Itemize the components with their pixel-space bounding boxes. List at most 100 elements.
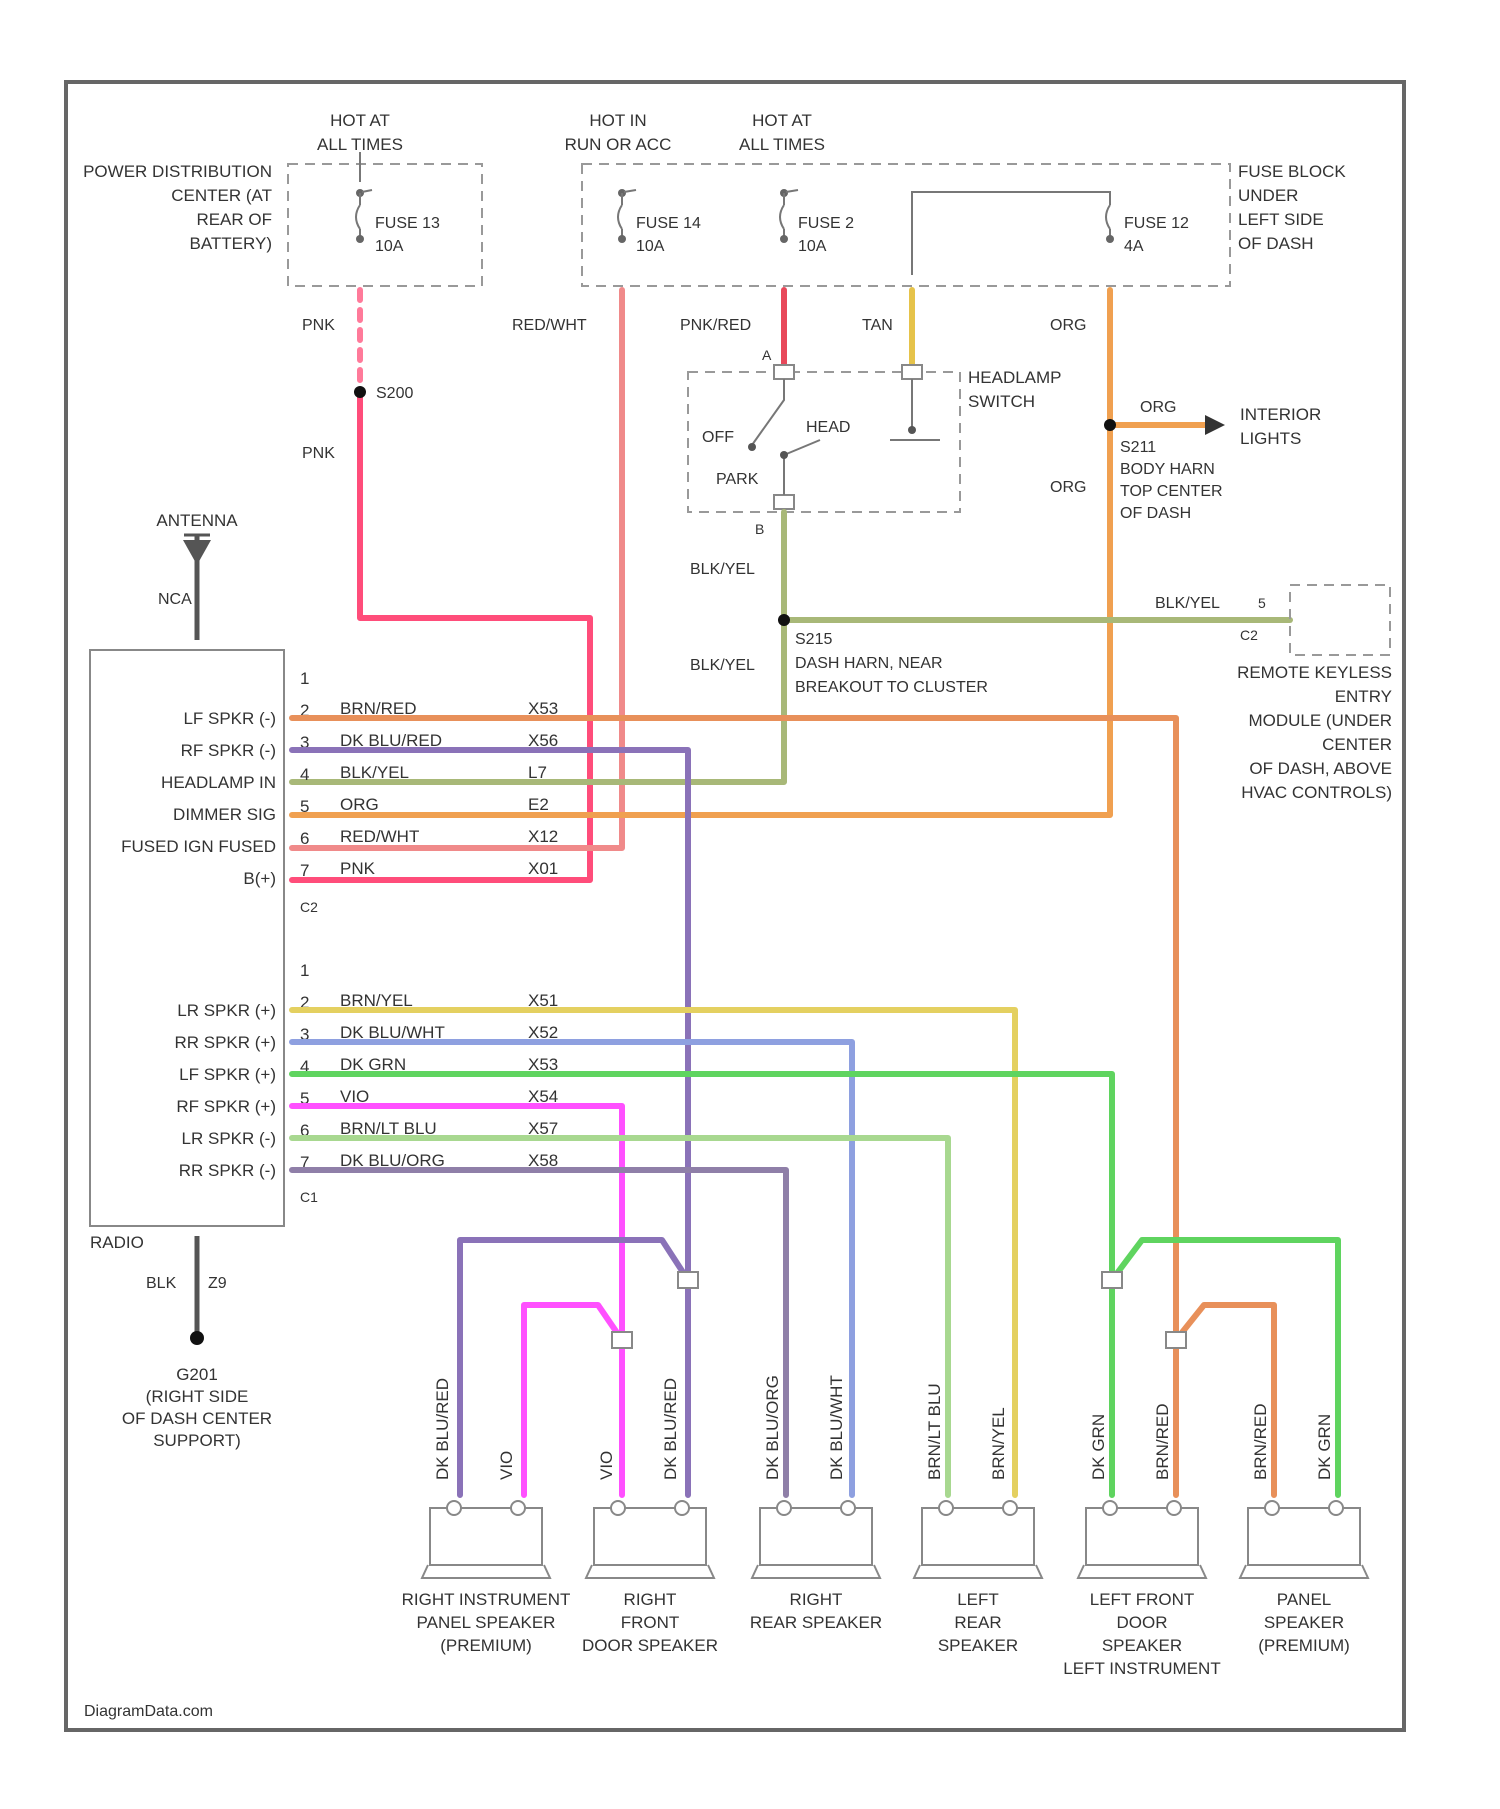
headlamp-head-label: HEAD xyxy=(806,419,850,436)
splice-s200-dot xyxy=(354,386,366,398)
radio-c2-pin-label: RF SPKR (-) xyxy=(181,741,276,760)
svg-text:CENTER (AT: CENTER (AT xyxy=(171,186,272,205)
speaker-cone xyxy=(1078,1565,1206,1578)
fuse-2: FUSE 2 10A xyxy=(780,189,854,255)
svg-text:G201: G201 xyxy=(176,1365,218,1384)
svg-text:ALL TIMES: ALL TIMES xyxy=(739,135,825,154)
headlamp-pin-b: B xyxy=(755,521,764,537)
fuse-12: FUSE 12 4A xyxy=(912,192,1189,275)
svg-text:INTERIOR: INTERIOR xyxy=(1240,405,1321,424)
speaker-terminal xyxy=(511,1501,525,1515)
radio-c2-pin-num: 7 xyxy=(300,861,309,880)
speaker-wire-label: BRN/LT BLU xyxy=(925,1383,944,1480)
speaker-wire-label: DK GRN xyxy=(1315,1414,1334,1480)
svg-text:10A: 10A xyxy=(798,238,827,255)
radio-c1-pin-label: RR SPKR (-) xyxy=(179,1161,276,1180)
svg-text:BREAKOUT TO CLUSTER: BREAKOUT TO CLUSTER xyxy=(795,679,988,696)
ground-circuit: Z9 xyxy=(208,1275,227,1292)
speaker-terminal xyxy=(841,1501,855,1515)
speaker-icon xyxy=(922,1508,1034,1565)
wire-dk-blu-red-branch xyxy=(460,1240,688,1495)
svg-text:FUSE BLOCK: FUSE BLOCK xyxy=(1238,162,1346,181)
svg-text:TOP CENTER: TOP CENTER xyxy=(1120,483,1223,500)
speaker-label: DOOR SPEAKER xyxy=(582,1636,718,1655)
fuse-14: FUSE 14 10A xyxy=(618,189,701,255)
speaker-icon xyxy=(594,1508,706,1565)
splice-s211-dot xyxy=(1104,419,1116,431)
svg-text:RUN OR ACC: RUN OR ACC xyxy=(565,135,672,154)
wire-label-org2: ORG xyxy=(1140,399,1176,416)
svg-text:HOT IN: HOT IN xyxy=(589,111,646,130)
speaker-label: LEFT INSTRUMENT xyxy=(1063,1659,1220,1678)
radio-c1-label: C1 xyxy=(300,1189,318,1205)
svg-text:(RIGHT SIDE: (RIGHT SIDE xyxy=(146,1387,249,1406)
svg-text:S211: S211 xyxy=(1120,439,1156,456)
svg-text:MODULE (UNDER: MODULE (UNDER xyxy=(1248,711,1392,730)
speaker-label: FRONT xyxy=(621,1613,680,1632)
speaker-label: (PREMIUM) xyxy=(440,1636,532,1655)
supply-hot-at-all-times-2: HOT AT ALL TIMES xyxy=(739,111,825,154)
interior-lights-arrow xyxy=(1205,415,1225,435)
speaker-label: RIGHT xyxy=(624,1590,677,1609)
ground-icon xyxy=(190,1331,204,1345)
speaker: DK BLU/REDVIORIGHT INSTRUMENTPANEL SPEAK… xyxy=(402,1378,571,1655)
radio-c1-pin-row: 1 xyxy=(300,961,309,980)
speaker-terminal xyxy=(1003,1501,1017,1515)
speaker-cone xyxy=(752,1565,880,1578)
radio-c2-pin-row: 7B(+)PNKX01 xyxy=(243,859,558,888)
radio-c2-pin-wire: BLK/YEL xyxy=(340,763,409,782)
antenna-label: ANTENNA xyxy=(156,511,238,530)
radio-c1-pin-num: 1 xyxy=(300,961,309,980)
wire-label-blk-yel3: BLK/YEL xyxy=(1155,595,1220,612)
rke-conn: C2 xyxy=(1240,627,1258,643)
svg-text:FUSE 12: FUSE 12 xyxy=(1124,215,1189,232)
speaker-cone xyxy=(586,1565,714,1578)
svg-text:BATTERY): BATTERY) xyxy=(190,234,273,253)
speaker-wire-label: DK BLU/RED xyxy=(661,1378,680,1480)
radio-c2-pin-label: FUSED IGN FUSED xyxy=(121,837,276,856)
svg-text:LIGHTS: LIGHTS xyxy=(1240,429,1301,448)
svg-text:ALL TIMES: ALL TIMES xyxy=(317,135,403,154)
speaker-wire-label: DK BLU/RED xyxy=(433,1378,452,1480)
speaker-label: RIGHT xyxy=(790,1590,843,1609)
radio-c1-pin-label: RF SPKR (+) xyxy=(176,1097,276,1116)
svg-text:FUSE 2: FUSE 2 xyxy=(798,215,854,232)
wire-label-pnk-red: PNK/RED xyxy=(680,317,751,334)
radio-c1-pin-label: LF SPKR (+) xyxy=(179,1065,276,1084)
radio-c2-pin-num: 6 xyxy=(300,829,309,848)
headlamp-switch-contacts xyxy=(748,365,940,509)
radio-c2-pin-label: B(+) xyxy=(243,869,276,888)
svg-text:SWITCH: SWITCH xyxy=(968,392,1035,411)
radio-c2-pin-wire: ORG xyxy=(340,795,379,814)
speaker-icon xyxy=(760,1508,872,1565)
speaker-label: (PREMIUM) xyxy=(1258,1636,1350,1655)
svg-text:OF DASH, ABOVE: OF DASH, ABOVE xyxy=(1249,759,1392,778)
splice-s200-label: S200 xyxy=(376,385,413,402)
speaker-label: SPEAKER xyxy=(938,1636,1018,1655)
wire-label-blk-yel: BLK/YEL xyxy=(690,561,755,578)
speaker-label: LEFT xyxy=(957,1590,999,1609)
svg-text:DASH HARN, NEAR: DASH HARN, NEAR xyxy=(795,655,943,672)
speaker-terminal xyxy=(675,1501,689,1515)
svg-text:CENTER: CENTER xyxy=(1322,735,1392,754)
svg-text:LEFT SIDE: LEFT SIDE xyxy=(1238,210,1324,229)
speaker-label: DOOR xyxy=(1117,1613,1168,1632)
speaker-label: SPEAKER xyxy=(1264,1613,1344,1632)
svg-text:10A: 10A xyxy=(375,238,404,255)
svg-text:POWER DISTRIBUTION: POWER DISTRIBUTION xyxy=(83,162,272,181)
svg-text:BODY HARN: BODY HARN xyxy=(1120,461,1215,478)
speaker-terminal xyxy=(1103,1501,1117,1515)
radio-c1-pin-label: LR SPKR (-) xyxy=(182,1129,276,1148)
speaker-icon xyxy=(1248,1508,1360,1565)
speaker-terminal xyxy=(777,1501,791,1515)
speaker-wire-label: VIO xyxy=(497,1451,516,1480)
speaker-cone xyxy=(914,1565,1042,1578)
rke-label: REMOTE KEYLESS ENTRY MODULE (UNDER CENTE… xyxy=(1237,663,1392,802)
radio-c2-pin-num: 4 xyxy=(300,765,309,784)
antenna-icon xyxy=(183,535,211,640)
wire-dk-grn-branch xyxy=(1112,1240,1338,1495)
speaker-label: SPEAKER xyxy=(1102,1636,1182,1655)
wire-brn-yel xyxy=(292,1010,1015,1495)
